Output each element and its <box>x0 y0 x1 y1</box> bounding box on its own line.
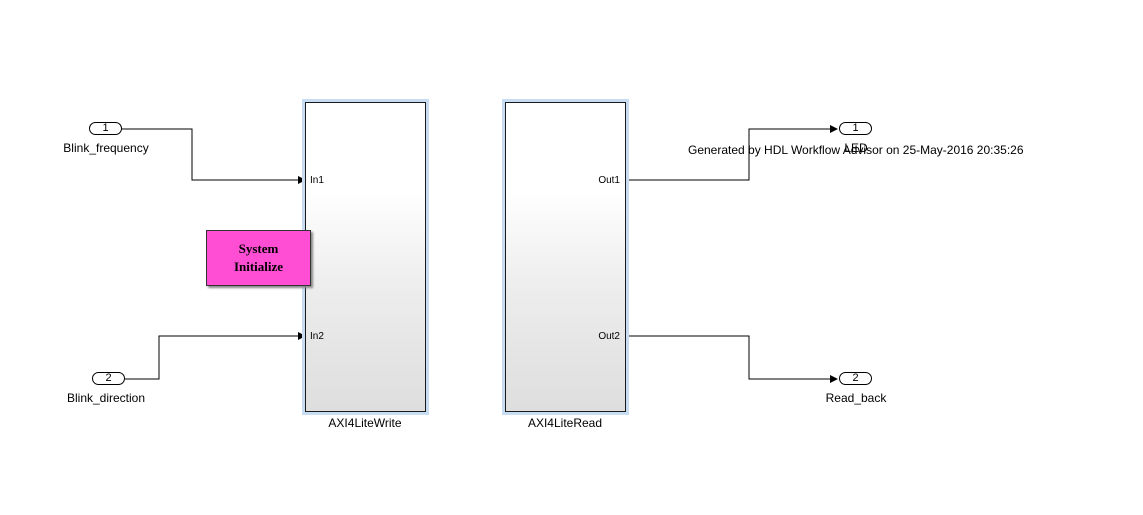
output-port-out2: Out2 <box>598 331 620 342</box>
input-port-in2: In2 <box>310 331 324 342</box>
system-initialize-line1: System <box>238 241 279 256</box>
system-initialize-line2: Initialize <box>233 259 284 274</box>
axi4literead-subsystem[interactable]: Out1 Out2 <box>502 99 629 415</box>
system-initialize-block[interactable]: System Initialize <box>206 230 311 286</box>
signal-line-led[interactable] <box>626 125 838 181</box>
outport-block-1[interactable]: 1 <box>839 122 872 135</box>
input-port-in1: In1 <box>310 175 324 186</box>
signal-line-read-back[interactable] <box>626 335 838 383</box>
inport-number: 1 <box>102 122 109 134</box>
outport-number: 1 <box>852 122 859 134</box>
outport-label-led: LED <box>844 141 868 155</box>
inport-number: 2 <box>105 372 112 384</box>
signal-line-blink-direction[interactable] <box>125 332 306 380</box>
inport-block-2[interactable]: 2 <box>92 372 125 385</box>
inport-block-1[interactable]: 1 <box>89 122 122 135</box>
subsystem-label-read: AXI4LiteRead <box>527 416 603 430</box>
subsystem-label-write: AXI4LiteWrite <box>328 416 402 430</box>
outport-block-2[interactable]: 2 <box>839 372 872 385</box>
generation-annotation: Generated by HDL Workflow Advisor on 25-… <box>688 143 1024 157</box>
outport-label-read-back: Read_back <box>825 391 887 405</box>
signal-line-blink-frequency[interactable] <box>122 128 306 184</box>
axi4litewrite-subsystem[interactable]: In1 In2 <box>302 99 429 415</box>
inport-label-blink-direction: Blink_direction <box>66 391 146 405</box>
inport-label-blink-frequency: Blink_frequency <box>63 141 149 155</box>
output-port-out1: Out1 <box>598 175 620 186</box>
outport-number: 2 <box>852 372 859 384</box>
